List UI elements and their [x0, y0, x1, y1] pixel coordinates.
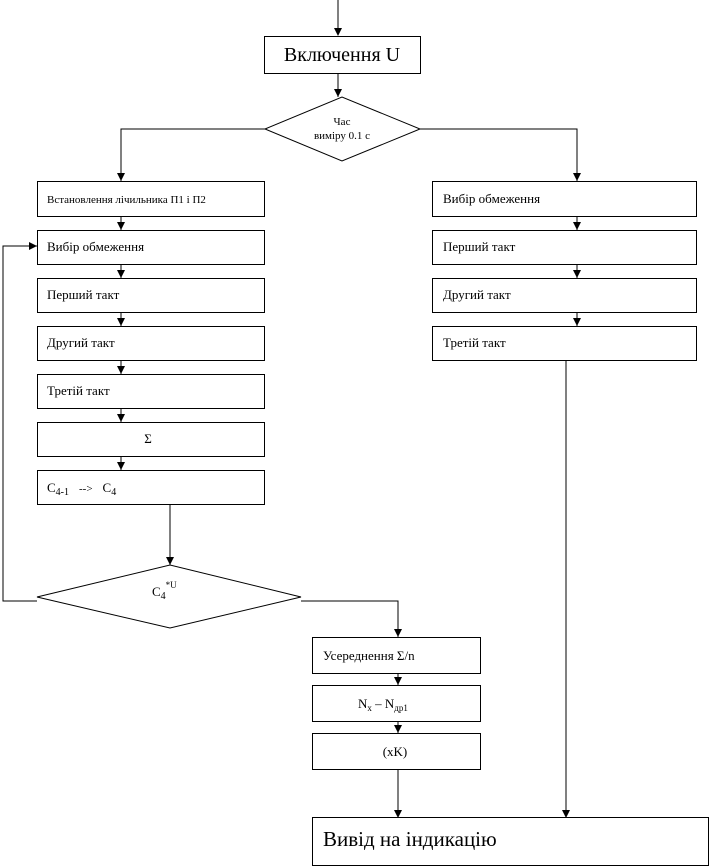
decision-c4-label: C4*U — [152, 580, 177, 602]
decision-c4: C4*U — [36, 564, 302, 629]
output-box: Вивід на індикацію — [312, 817, 709, 866]
left-branch: Встановлення лічильника П1 і П2 Вибір об… — [37, 181, 265, 505]
sum-label: Σ — [144, 431, 152, 446]
set-counters-label: Встановлення лічильника П1 і П2 — [47, 194, 206, 206]
difference-label: Nx – Nдр1 — [358, 696, 408, 713]
arrowheads — [29, 28, 581, 818]
left-first-cycle-label: Перший такт — [47, 287, 120, 302]
decision-measurement-time: Час виміру 0.1 с — [263, 96, 422, 162]
right-first-cycle-label: Перший такт — [443, 239, 516, 254]
average-label: Усереднення Σ/n — [323, 648, 415, 663]
scale-label: (xK) — [383, 744, 408, 759]
output-box-label: Вивід на індикацію — [323, 827, 497, 851]
right-second-cycle-label: Другий такт — [443, 287, 511, 302]
left-second-cycle-label: Другий такт — [47, 335, 115, 350]
post-processing: Усереднення Σ/n Nx – Nдр1 (xK) — [312, 637, 481, 770]
right-branch: Вибір обмеження Перший такт Другий такт … — [432, 181, 697, 361]
shift-label: C4-1-->C4 — [47, 480, 116, 498]
left-third-cycle-label: Третій такт — [47, 383, 110, 398]
decision-time-line1: Час — [334, 116, 351, 128]
left-select-limit-label: Вибір обмеження — [47, 239, 144, 254]
start-box-label: Включення U — [284, 44, 401, 66]
right-third-cycle-label: Третій такт — [443, 335, 506, 350]
right-select-limit-label: Вибір обмеження — [443, 191, 540, 206]
start-box: Включення U — [264, 36, 421, 74]
decision-time-line2: виміру 0.1 с — [314, 130, 370, 142]
